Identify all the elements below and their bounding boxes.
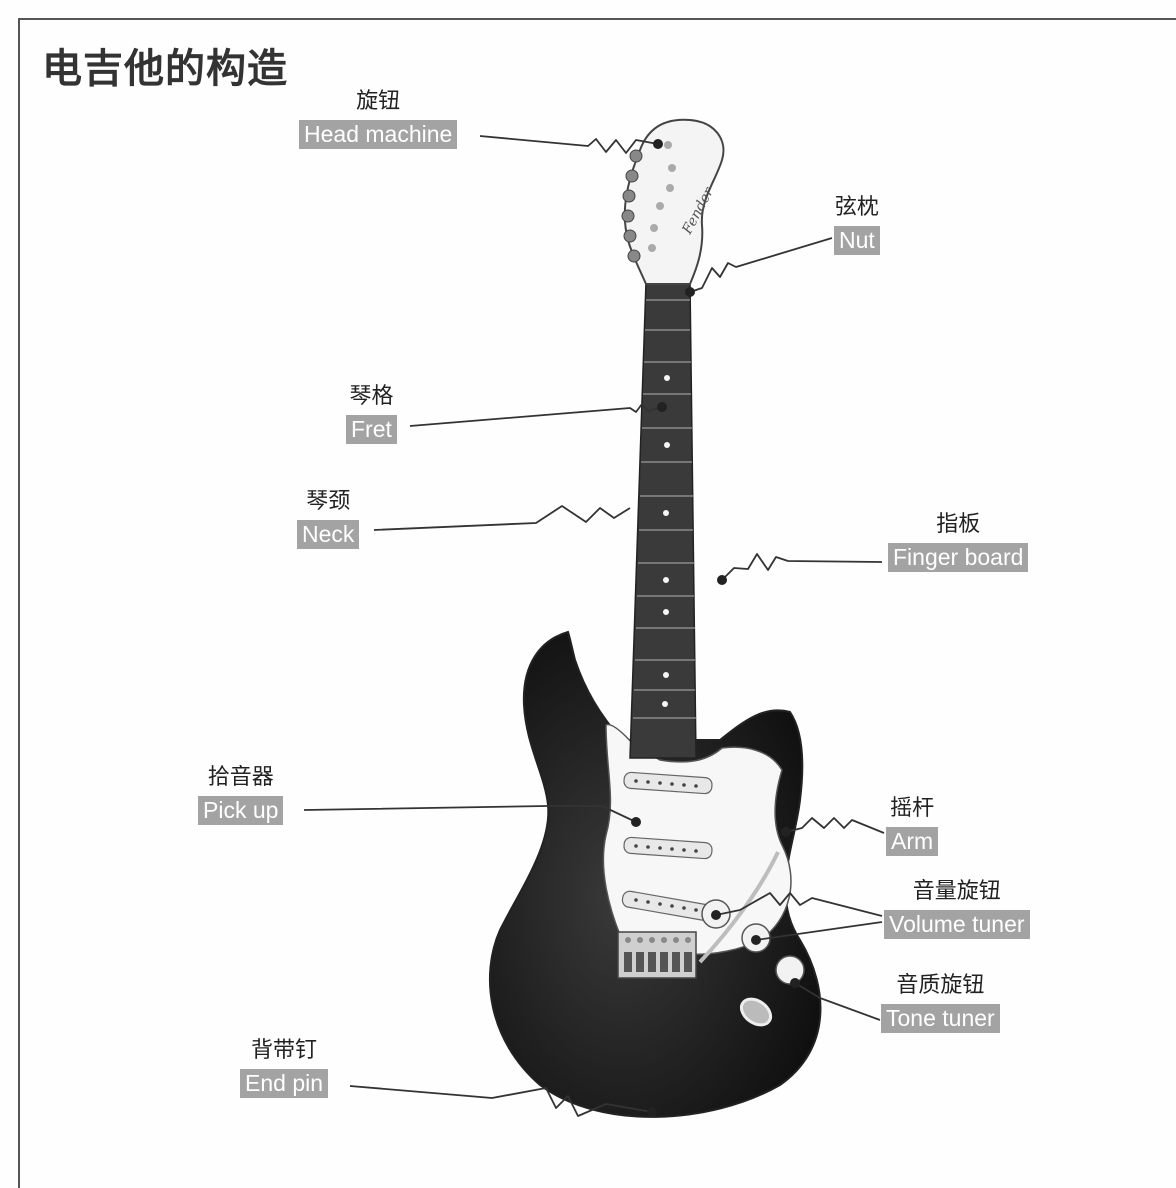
head-machine-label-zh: 旋钮 <box>356 89 401 114</box>
fret-wires <box>633 299 696 719</box>
fingerboard <box>629 281 697 759</box>
callout-neck: 琴颈 Neck <box>297 488 360 549</box>
fret-markers <box>662 375 670 707</box>
page-title: 电吉他的构造 <box>42 45 288 92</box>
callout-fret: 琴格 Fret <box>346 383 397 444</box>
tone-tuner-label-en: Tone tuner <box>881 1004 1000 1033</box>
arm-label-en: Arm <box>886 827 939 856</box>
finger-board-label-en: Finger board <box>888 543 1029 572</box>
callout-tone-tuner: 音质旋钮 Tone tuner <box>881 972 1000 1033</box>
callout-nut: 弦枕 Nut <box>834 194 880 255</box>
pick-up-label-en: Pick up <box>198 796 284 825</box>
callout-pick-up: 拾音器 Pick up <box>198 764 284 825</box>
nut-label-zh: 弦枕 <box>834 195 879 220</box>
fret-label-zh: 琴格 <box>349 384 394 409</box>
callout-arm: 摇杆 Arm <box>886 795 939 856</box>
arm-label-zh: 摇杆 <box>890 796 935 821</box>
tone-tuner-label-zh: 音质旋钮 <box>896 973 985 998</box>
tremolo-arm <box>698 851 780 964</box>
callout-volume-tuner: 音量旋钮 Volume tuner <box>884 878 1030 939</box>
volume-tuner-label-zh: 音量旋钮 <box>912 879 1001 904</box>
callout-head-machine: 旋钮 Head machine <box>299 88 458 149</box>
volume-tuner-label-en: Volume tuner <box>884 910 1030 939</box>
neck-label-en: Neck <box>297 520 360 549</box>
leader-lines <box>303 135 885 1117</box>
callout-finger-board: 指板 Finger board <box>888 511 1029 572</box>
bridge <box>617 931 697 979</box>
tuning-pegs <box>621 149 643 263</box>
neck-label-zh: 琴颈 <box>306 489 351 514</box>
nut-label-en: Nut <box>834 226 880 255</box>
output-jack <box>739 997 773 1027</box>
frame-border <box>18 18 1176 1188</box>
fret-label-en: Fret <box>346 415 397 444</box>
pickups <box>621 771 715 922</box>
end-pin-label-zh: 背带钉 <box>251 1038 318 1063</box>
callout-end-pin: 背带钉 End pin <box>240 1037 329 1098</box>
finger-board-label-zh: 指板 <box>936 512 981 537</box>
pick-up-label-zh: 拾音器 <box>207 765 274 790</box>
leader-dots <box>631 139 800 1117</box>
end-pin-label-en: End pin <box>240 1069 329 1098</box>
head-machine-label-en: Head machine <box>299 120 458 149</box>
